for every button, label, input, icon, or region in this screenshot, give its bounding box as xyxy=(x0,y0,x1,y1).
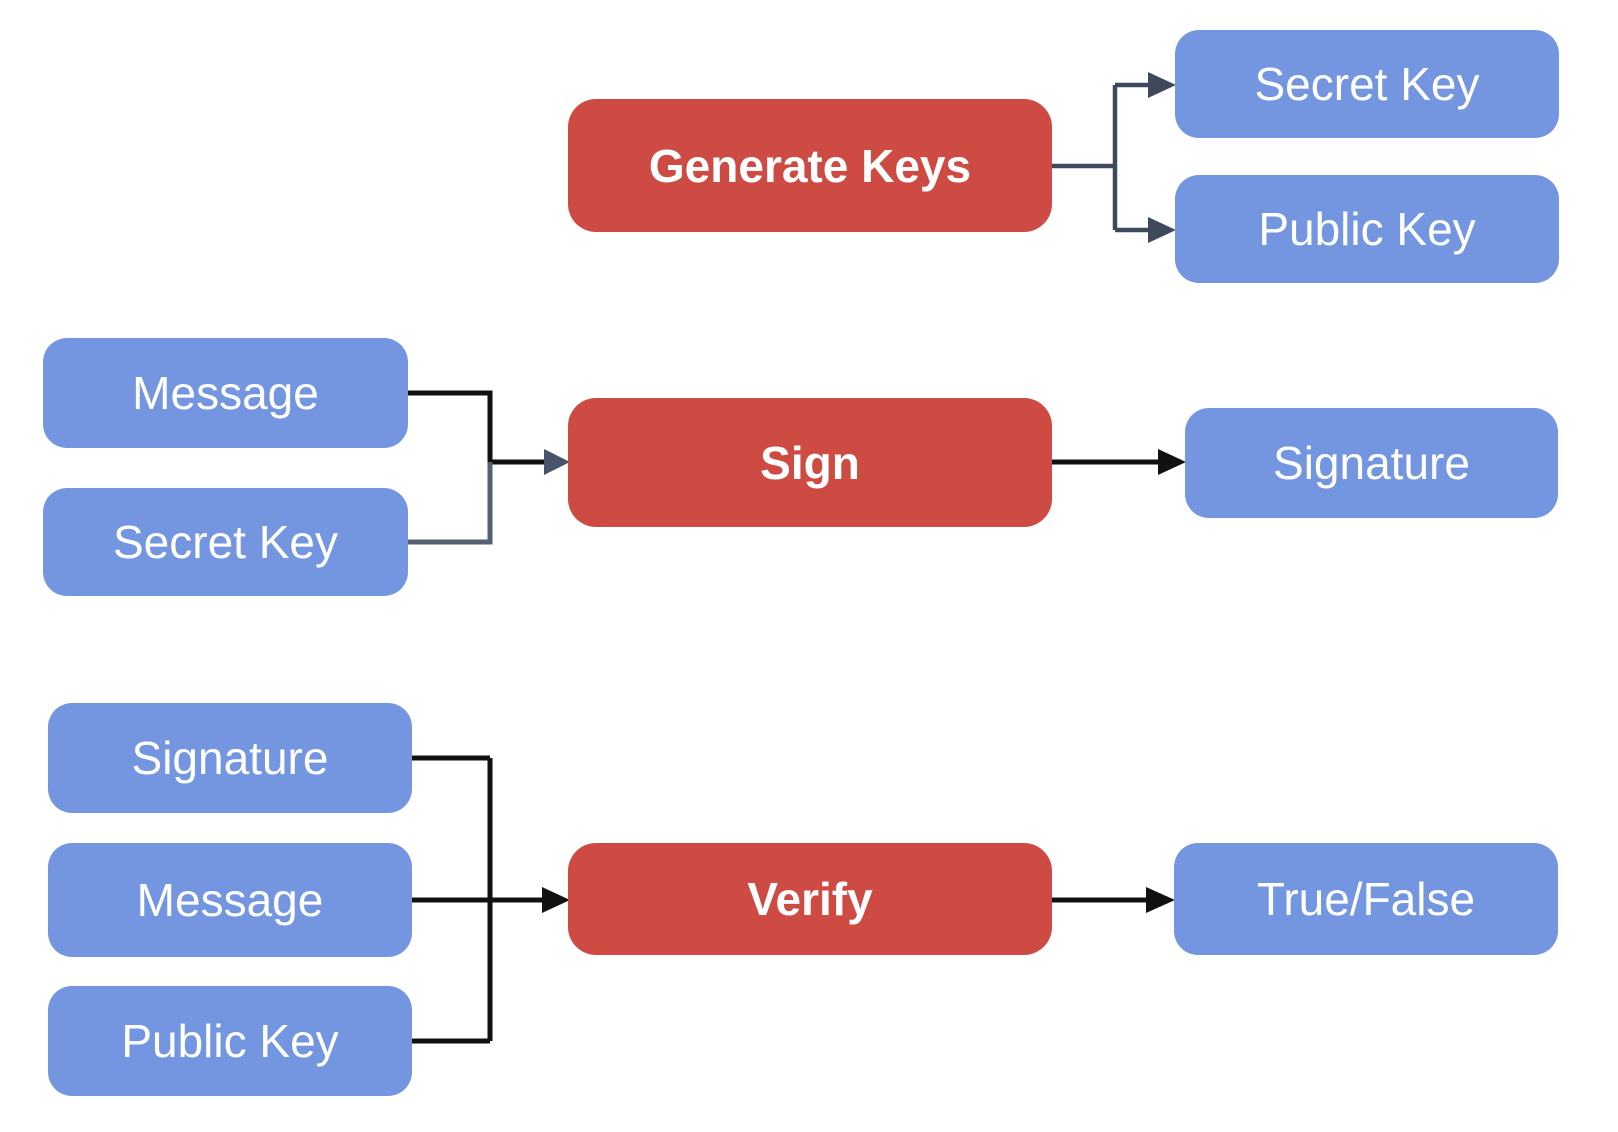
arrowhead-to-verify xyxy=(542,887,570,913)
node-message-verify-input-label: Message xyxy=(136,874,324,926)
arrowhead-to-secret-key xyxy=(1148,72,1176,98)
edge-sign-to-signature xyxy=(1052,449,1186,475)
node-verify-label: Verify xyxy=(747,873,873,925)
node-secret-key-sign-input-label: Secret Key xyxy=(113,516,338,568)
node-public-key-output: Public Key xyxy=(1175,175,1559,283)
node-secret-key-output: Secret Key xyxy=(1175,30,1559,138)
node-sign-label: Sign xyxy=(760,436,860,489)
node-message-verify-input: Message xyxy=(48,843,412,957)
node-public-key-verify-input-label: Public Key xyxy=(121,1015,339,1067)
arrowhead-to-signature xyxy=(1158,449,1186,475)
node-public-key-output-label: Public Key xyxy=(1258,203,1476,255)
node-sign: Sign xyxy=(568,398,1052,527)
arrowhead-to-public-key xyxy=(1148,217,1176,243)
node-signature-verify-input-label: Signature xyxy=(131,732,329,784)
arrowhead-to-sign xyxy=(544,449,570,475)
node-message-sign-input-label: Message xyxy=(132,367,319,419)
edge-generate-keys-branch xyxy=(1052,72,1176,243)
node-message-sign-input: Message xyxy=(43,338,408,448)
edge-message-secretkey-to-sign xyxy=(408,390,570,545)
node-signature-verify-input: Signature xyxy=(48,703,412,813)
arrowhead-to-truefalse xyxy=(1146,887,1175,913)
node-secret-key-output-label: Secret Key xyxy=(1254,58,1480,110)
edge-inputs-to-verify xyxy=(412,755,570,1044)
edge-verify-to-truefalse xyxy=(1052,887,1175,913)
node-public-key-verify-input: Public Key xyxy=(48,986,412,1096)
node-true-false: True/False xyxy=(1174,843,1558,955)
node-signature-output-label: Signature xyxy=(1273,437,1470,489)
node-generate-keys-label: Generate Keys xyxy=(648,139,972,192)
node-secret-key-sign-input: Secret Key xyxy=(43,488,408,596)
node-verify: Verify xyxy=(568,843,1052,955)
node-signature-output: Signature xyxy=(1185,408,1558,518)
node-generate-keys: Generate Keys xyxy=(568,99,1052,232)
node-true-false-label: True/False xyxy=(1256,873,1476,925)
